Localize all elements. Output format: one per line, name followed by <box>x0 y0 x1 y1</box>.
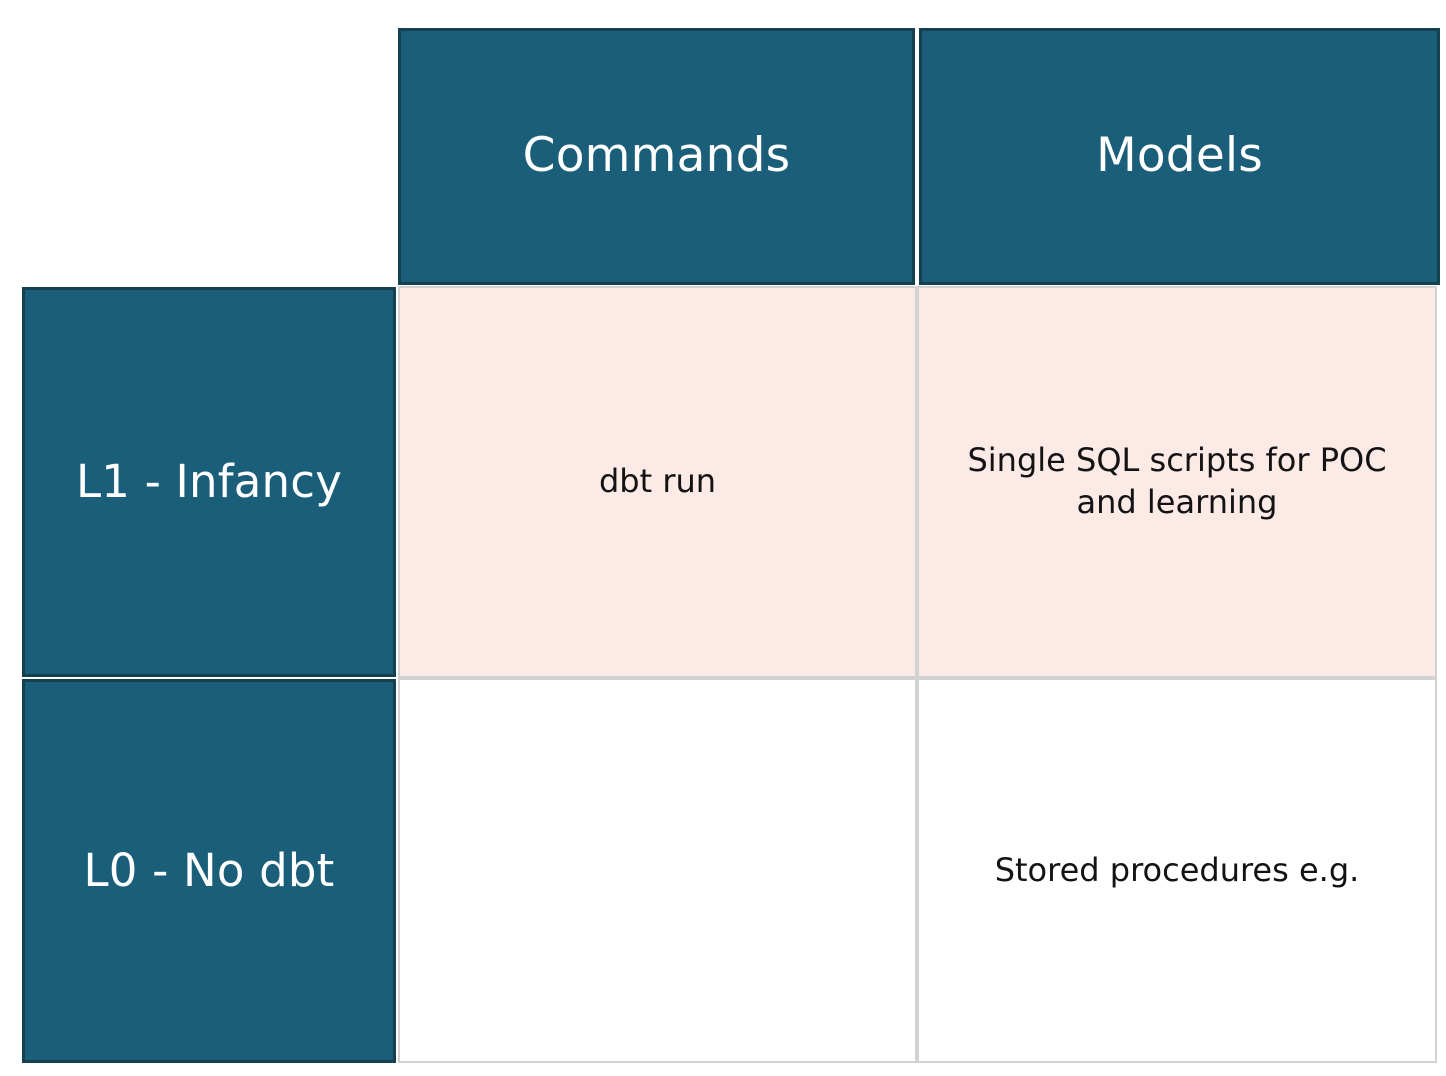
row-header-l0-no-dbt-label: L0 - No dbt <box>83 843 335 897</box>
row-header-l1-infancy[interactable]: L1 - Infancy <box>22 287 396 677</box>
cell-l0-models-text: Stored procedures e.g. <box>994 850 1360 889</box>
column-header-models[interactable]: Models <box>919 28 1440 285</box>
matrix-corner-blank <box>0 0 396 285</box>
column-header-commands-label: Commands <box>522 128 791 184</box>
row-header-l0-no-dbt[interactable]: L0 - No dbt <box>22 679 396 1063</box>
column-header-commands[interactable]: Commands <box>398 28 915 285</box>
cell-l1-models[interactable]: Single SQL scripts for POC and learning <box>917 286 1437 678</box>
cell-l0-commands[interactable] <box>398 678 917 1063</box>
cell-l1-commands[interactable]: dbt run <box>398 286 917 678</box>
cell-l0-models[interactable]: Stored procedures e.g. <box>917 678 1437 1063</box>
cell-l1-commands-text: dbt run <box>598 462 717 501</box>
column-header-models-label: Models <box>1096 128 1263 184</box>
row-header-l1-infancy-label: L1 - Infancy <box>75 454 343 508</box>
cell-l1-models-text: Single SQL scripts for POC and learning <box>967 441 1387 521</box>
